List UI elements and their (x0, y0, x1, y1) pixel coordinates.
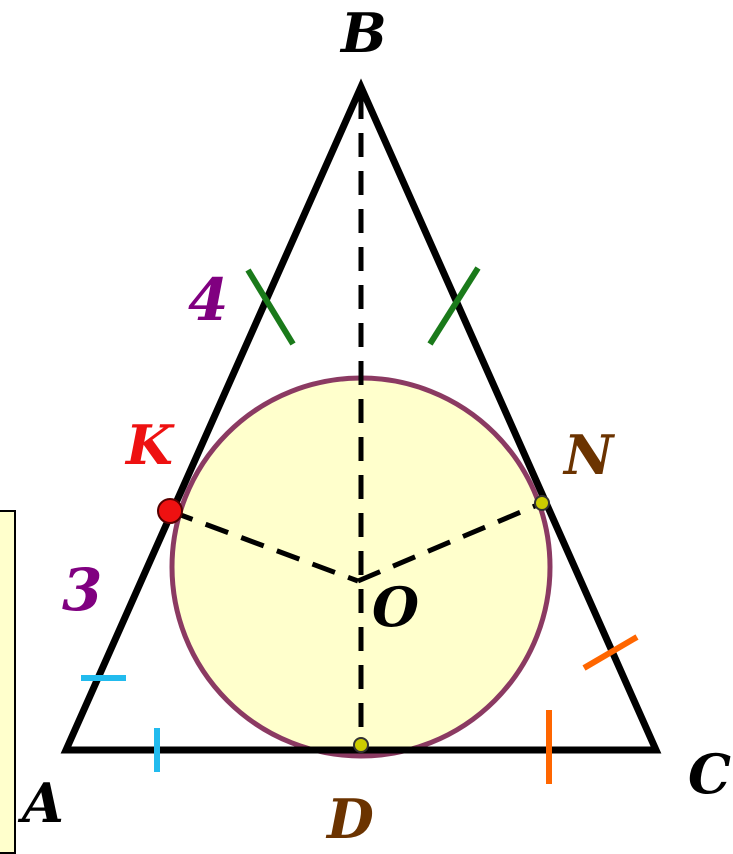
label-o: O (372, 575, 419, 639)
label-b: B (339, 1, 387, 65)
label-a: A (17, 771, 64, 835)
radius-ok (169, 508, 359, 584)
label-n: N (562, 423, 616, 487)
point-d (353, 737, 369, 753)
tick-orange-right (582, 634, 639, 671)
tick-green-left (245, 268, 296, 346)
tick-green-right (427, 266, 481, 346)
point-n (534, 495, 550, 511)
label-length-4: 4 (188, 266, 228, 334)
label-length-3: 3 (62, 556, 102, 624)
label-d: D (325, 787, 374, 840)
radius-on (357, 500, 543, 584)
label-k: K (124, 413, 175, 477)
label-c: C (688, 742, 731, 806)
point-k (157, 498, 183, 524)
